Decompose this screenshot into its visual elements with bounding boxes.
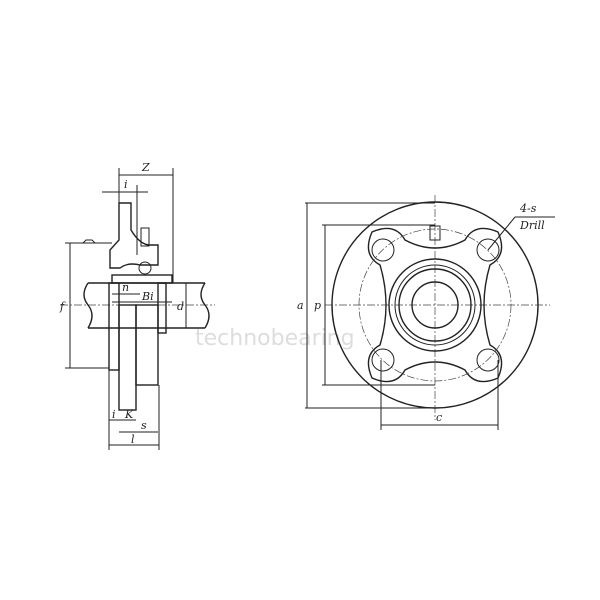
dim-c: c [436, 411, 442, 424]
dim-z: Z [141, 161, 150, 174]
watermark: technobearing [195, 326, 355, 351]
drill-label: Drill [519, 219, 545, 232]
dim-l: l [131, 433, 135, 446]
dim-n: n [122, 281, 129, 294]
dim-k: K [124, 408, 134, 421]
hole-count-label: 4-s [519, 202, 537, 215]
dim-i-top: i [124, 178, 128, 191]
dim-a: a [297, 299, 304, 312]
dim-f: f [59, 300, 66, 313]
dim-bi: Bi [141, 290, 154, 303]
dim-i-bottom: i [112, 408, 116, 421]
dim-p: p [314, 299, 321, 312]
dim-d: d [177, 300, 184, 313]
dim-s: s [141, 419, 147, 432]
front-view: a p c 4-s Drill [297, 195, 555, 430]
side-view: Z i f n Bi d i K s l [59, 161, 215, 450]
